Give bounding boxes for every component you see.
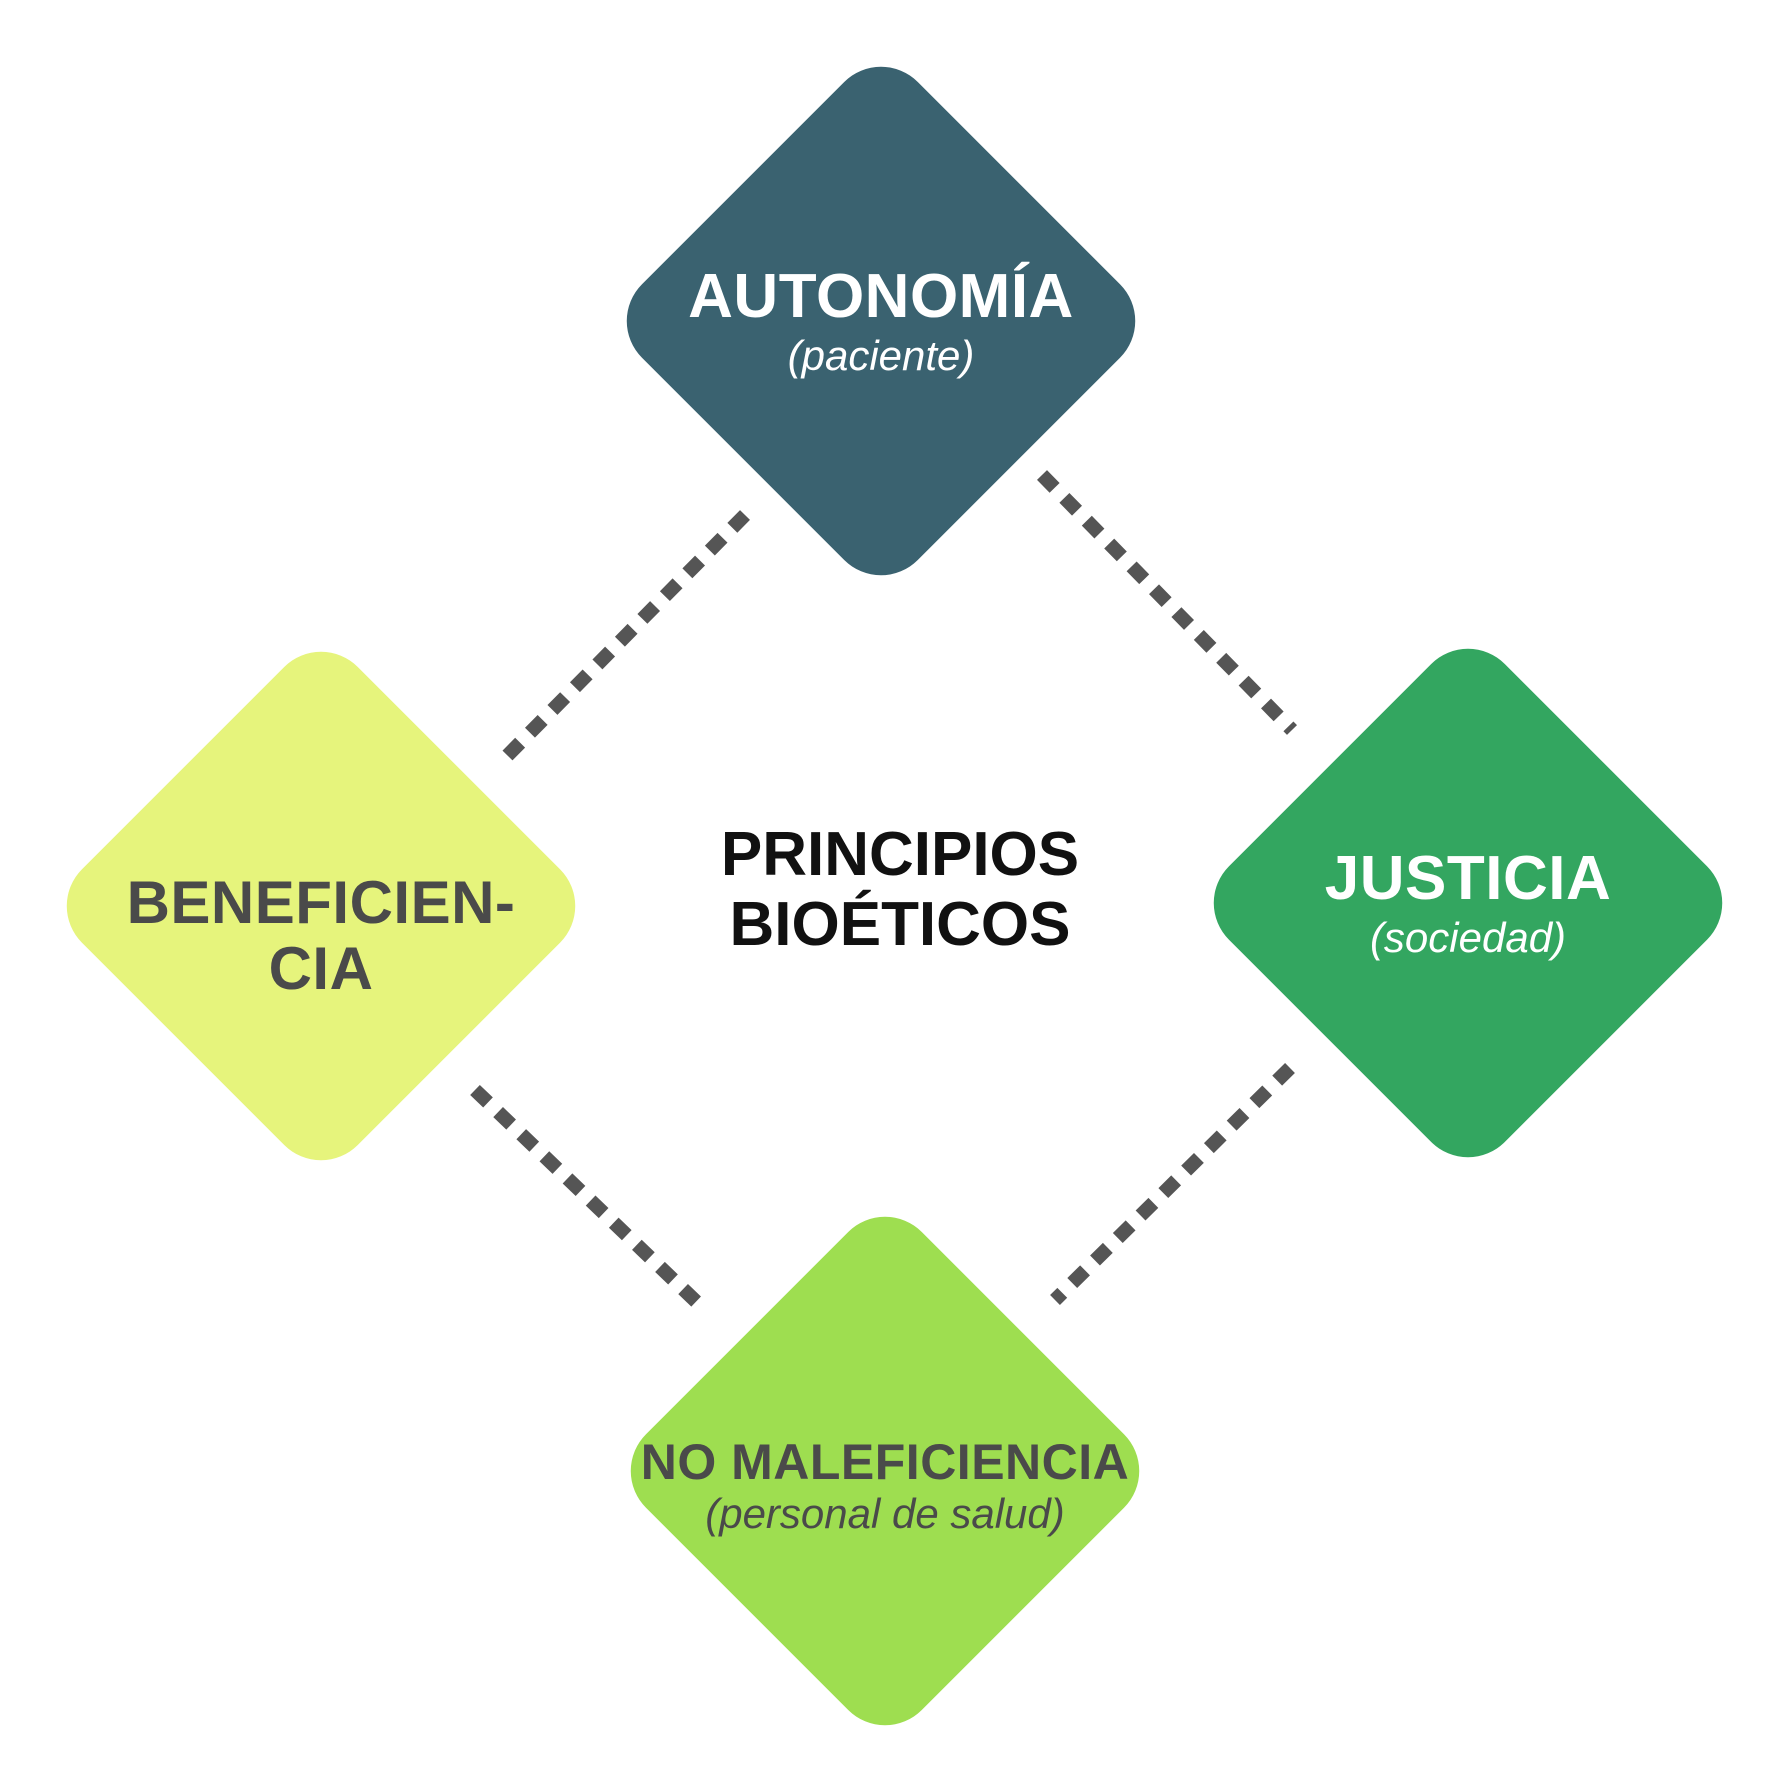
- center-title-line2: BIOÉTICOS: [729, 890, 1071, 959]
- no-maleficiencia-label: NO MALEFICIENCIA (personal de salud): [585, 1434, 1185, 1538]
- connector-autonomia-beneficiencia: [500, 510, 750, 763]
- connector-autonomia-justicia: [1037, 470, 1297, 735]
- beneficiencia-diamond: [66, 651, 576, 1161]
- no-maleficiencia-diamond: [630, 1216, 1140, 1726]
- beneficiencia-line2: CIA: [268, 935, 374, 1002]
- justicia-subtitle: (sociedad): [1369, 914, 1567, 961]
- autonomia-title: AUTONOMÍA: [688, 262, 1074, 331]
- center-title-line1: PRINCIPIOS: [720, 820, 1080, 889]
- beneficiencia-line1: BENEFICIEN-: [126, 869, 516, 936]
- center-title: PRINCIPIOS BIOÉTICOS: [650, 820, 1150, 960]
- no-maleficiencia-subtitle: (personal de salud): [705, 1490, 1065, 1537]
- no-maleficiencia-title: NO MALEFICIENCIA: [640, 1434, 1130, 1490]
- beneficiencia-label: BENEFICIEN- CIA: [71, 870, 571, 1002]
- autonomia-label: AUTONOMÍA (paciente): [631, 262, 1131, 380]
- autonomia-diamond: [626, 66, 1136, 576]
- connector-justicia-no-maleficiencia: [1050, 1063, 1295, 1305]
- justicia-label: JUSTICIA (sociedad): [1218, 844, 1718, 962]
- justicia-title: JUSTICIA: [1324, 844, 1612, 913]
- connector-beneficiencia-no-maleficiencia: [470, 1084, 710, 1316]
- justicia-diamond: [1213, 648, 1723, 1158]
- autonomia-subtitle: (paciente): [787, 332, 975, 379]
